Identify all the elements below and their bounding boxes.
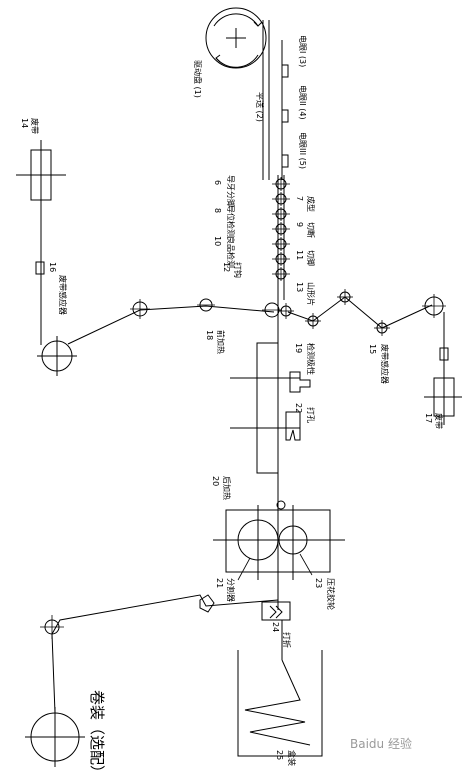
num-9: 9 — [295, 222, 304, 227]
num-7: 7 — [295, 196, 304, 201]
num-20: 20 — [211, 476, 220, 486]
labels: 驱动盘 (1) 平送 (2) 电眼I (3) 电眼II (4) 电眼III (5… — [20, 35, 444, 778]
label-16: 废带感应器 — [58, 275, 68, 315]
label-flat-feed: 平送 (2) — [255, 92, 265, 122]
label-9: 切断 — [306, 222, 316, 238]
waste-tape-left — [16, 140, 282, 376]
label-20: 后加热 — [222, 476, 232, 500]
label-24: 打折 — [282, 632, 292, 648]
label-12: 打钩 — [233, 262, 243, 278]
station-rollers — [272, 177, 290, 281]
num-18: 18 — [205, 330, 214, 340]
label-18: 前加热 — [216, 330, 226, 354]
num-16: 16 — [48, 262, 57, 272]
label-14: 废带 — [30, 118, 40, 134]
num-10: 10 — [213, 236, 222, 246]
label-reel: 卷装（选配） — [88, 690, 106, 778]
num-19: 19 — [294, 343, 303, 353]
label-25: 盒装 — [287, 750, 297, 766]
num-24: 24 — [271, 622, 280, 632]
num-23: 23 — [314, 578, 323, 588]
num-13: 13 — [295, 282, 304, 292]
num-22: 22 — [294, 403, 303, 413]
label-eye-1: 电眼I (3) — [298, 35, 308, 67]
label-8: 导位检测 — [226, 205, 236, 237]
label-22: 打孔 — [306, 407, 316, 423]
num-12: 12 — [222, 262, 231, 272]
label-11: 切脚 — [306, 250, 316, 266]
label-19: 检测极性 — [306, 343, 316, 375]
num-6: 6 — [213, 180, 222, 185]
electric-eyes — [281, 40, 289, 180]
waste-tape-right — [278, 289, 462, 425]
label-15: 废带感应器 — [380, 344, 390, 384]
label-10: 良品检测 — [226, 236, 236, 268]
num-11: 11 — [295, 250, 304, 260]
num-14: 14 — [20, 118, 29, 128]
label-17: 废带 — [434, 413, 444, 429]
label-13: 山形片 — [306, 282, 316, 306]
drive-disk — [205, 7, 270, 180]
label-23: 压花胶轮 — [326, 578, 336, 610]
label-eye-3: 电眼III (5) — [298, 132, 308, 169]
reel-feed — [25, 594, 279, 767]
num-8: 8 — [213, 208, 222, 213]
watermark: Baidu 经验 — [350, 736, 412, 751]
label-6: 导牙分脚 — [226, 175, 236, 207]
num-21: 21 — [215, 578, 224, 588]
label-drive-disk: 驱动盘 (1) — [193, 60, 203, 98]
label-7: 成型 — [306, 196, 316, 212]
num-17: 17 — [424, 413, 433, 423]
num-25: 25 — [275, 750, 284, 760]
label-21: 分割器 — [226, 578, 236, 602]
folding-boxing — [237, 601, 323, 757]
heating-frame — [230, 342, 311, 510]
splitter-assembly — [213, 505, 345, 581]
num-15: 15 — [368, 344, 377, 354]
label-eye-2: 电眼II (4) — [298, 85, 308, 120]
